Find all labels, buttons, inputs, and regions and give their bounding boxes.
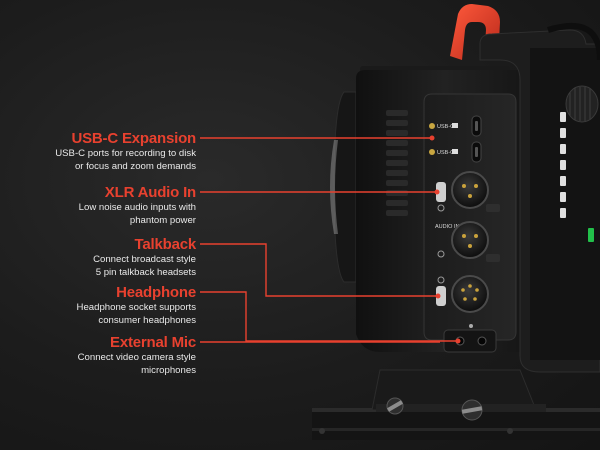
callout-headphone: Headphone Headphone socket supports cons… [6, 284, 197, 327]
usbc-label-1: USB-C [437, 124, 454, 130]
desc-line: consumer headphones [98, 314, 196, 326]
callout-talkback: Talkback Connect broadcast style 5 pin t… [6, 236, 196, 279]
lens-mount [333, 91, 357, 283]
desc-line: Connect broadcast style [93, 254, 196, 265]
callout-description: Low noise audio inputs with phantom powe… [6, 202, 196, 227]
desc-line: Connect video camera style [77, 352, 196, 363]
base-rail [312, 410, 600, 440]
callout-external-mic: External Mic Connect video camera style … [6, 334, 197, 377]
desc-line: phantom power [129, 214, 196, 226]
thumbscrew-left [386, 397, 404, 415]
desc-line: or focus and zoom demands [74, 160, 196, 172]
callout-title: External Mic [110, 334, 196, 351]
audio-in-label: AUDIO IN [435, 224, 459, 230]
callout-description: Headphone socket supports consumer headp… [6, 302, 196, 327]
callout-title: USB-C Expansion [71, 130, 196, 147]
callout-usbc-expansion: USB-C Expansion USB-C ports for recordin… [6, 130, 196, 173]
callout-title: Headphone [116, 284, 196, 301]
callout-xlr-audio-in: XLR Audio In Low noise audio inputs with… [6, 184, 197, 227]
callout-description: Connect broadcast style 5 pin talkback h… [6, 254, 196, 279]
desc-line: Low noise audio inputs with [78, 202, 196, 213]
xlr-inputs: AUDIO IN [435, 171, 500, 262]
desc-line: USB-C ports for recording to disk [55, 148, 196, 159]
callout-title: Talkback [134, 236, 197, 253]
cooling-vents [386, 110, 408, 216]
callout-description: Connect video camera style microphones [6, 352, 196, 377]
thumbscrew-right [461, 399, 483, 421]
usbc-label-2: USB-C [437, 150, 454, 156]
desc-line: Headphone socket supports [76, 302, 196, 313]
callout-title: XLR Audio In [104, 184, 196, 201]
usbc-ports: USB-C USB-C [429, 115, 482, 163]
callout-description: USB-C ports for recording to disk or foc… [6, 148, 196, 173]
control-knob [565, 85, 599, 123]
desc-line: 5 pin talkback headsets [95, 266, 196, 278]
desc-line: microphones [141, 364, 196, 376]
